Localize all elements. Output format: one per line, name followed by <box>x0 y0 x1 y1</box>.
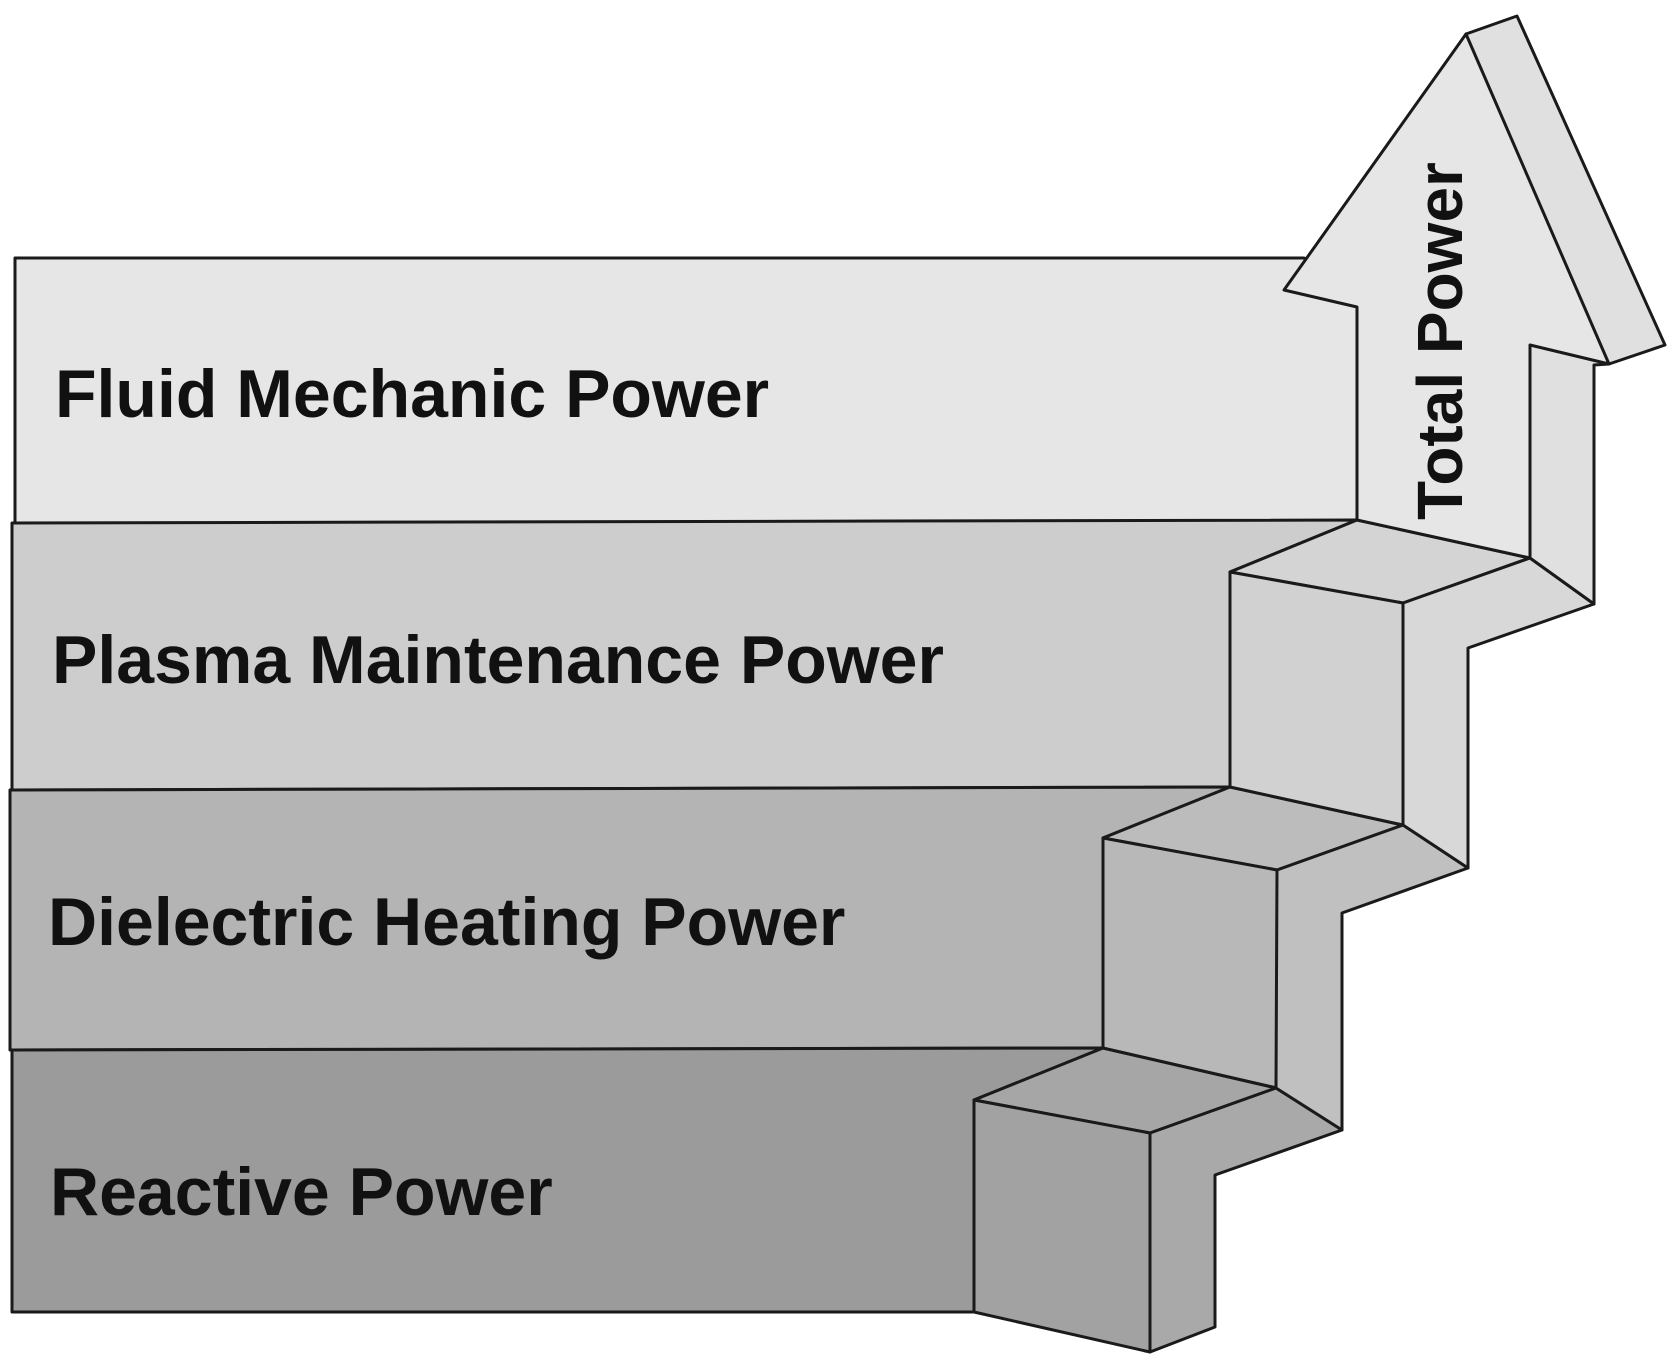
step-2 <box>1101 785 1470 1132</box>
step-1-front <box>972 1098 1152 1354</box>
layer-plasma-maintenance-label: Plasma Maintenance Power <box>52 622 944 698</box>
total-power-arrow-front <box>1282 32 1611 560</box>
step-2-side <box>1274 823 1470 1132</box>
step-1 <box>972 1046 1344 1354</box>
step-3-front <box>1228 570 1405 827</box>
total-power-arrow-label: Total Power <box>1404 162 1476 520</box>
layer-fluid-mechanic-label: Fluid Mechanic Power <box>55 356 769 432</box>
layer-reactive: Reactive Power <box>10 1046 1105 1314</box>
step-2-front <box>1101 836 1279 1090</box>
layer-dielectric-heating-label: Dielectric Heating Power <box>48 884 845 960</box>
layer-fluid-mechanic: Fluid Mechanic Power <box>13 256 1359 525</box>
layer-plasma-maintenance: Plasma Maintenance Power <box>10 518 1359 792</box>
step-1-side <box>1148 1086 1344 1354</box>
step-3-side <box>1401 556 1596 870</box>
layer-reactive-label: Reactive Power <box>50 1154 553 1230</box>
layer-dielectric-heating: Dielectric Heating Power <box>8 785 1232 1052</box>
total-power-arrow: Total Power <box>1282 14 1667 606</box>
